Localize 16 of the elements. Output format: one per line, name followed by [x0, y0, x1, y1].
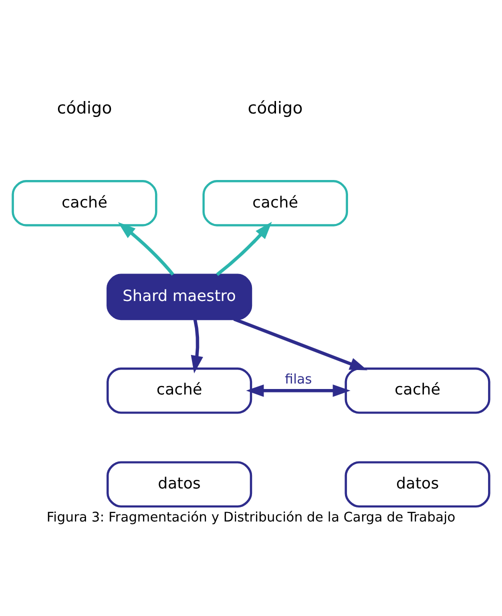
node-box: Shard maestro [106, 273, 252, 320]
arrow [190, 318, 204, 373]
arrow [118, 222, 174, 276]
arrow [216, 221, 272, 276]
node-box: caché [12, 180, 158, 226]
label: código [248, 98, 303, 117]
node-box: caché [202, 180, 348, 226]
edge-label: filas [284, 372, 312, 388]
node-box: datos [106, 460, 252, 508]
arrow [233, 316, 368, 370]
caption: Figura 3: Fragmentación y Distribución de la Carga de Trabajo [46, 510, 456, 525]
node-box: datos [344, 460, 490, 508]
label: código [57, 98, 112, 117]
node-box: caché [106, 367, 252, 414]
arrow [246, 384, 350, 396]
node-box: caché [344, 367, 490, 414]
